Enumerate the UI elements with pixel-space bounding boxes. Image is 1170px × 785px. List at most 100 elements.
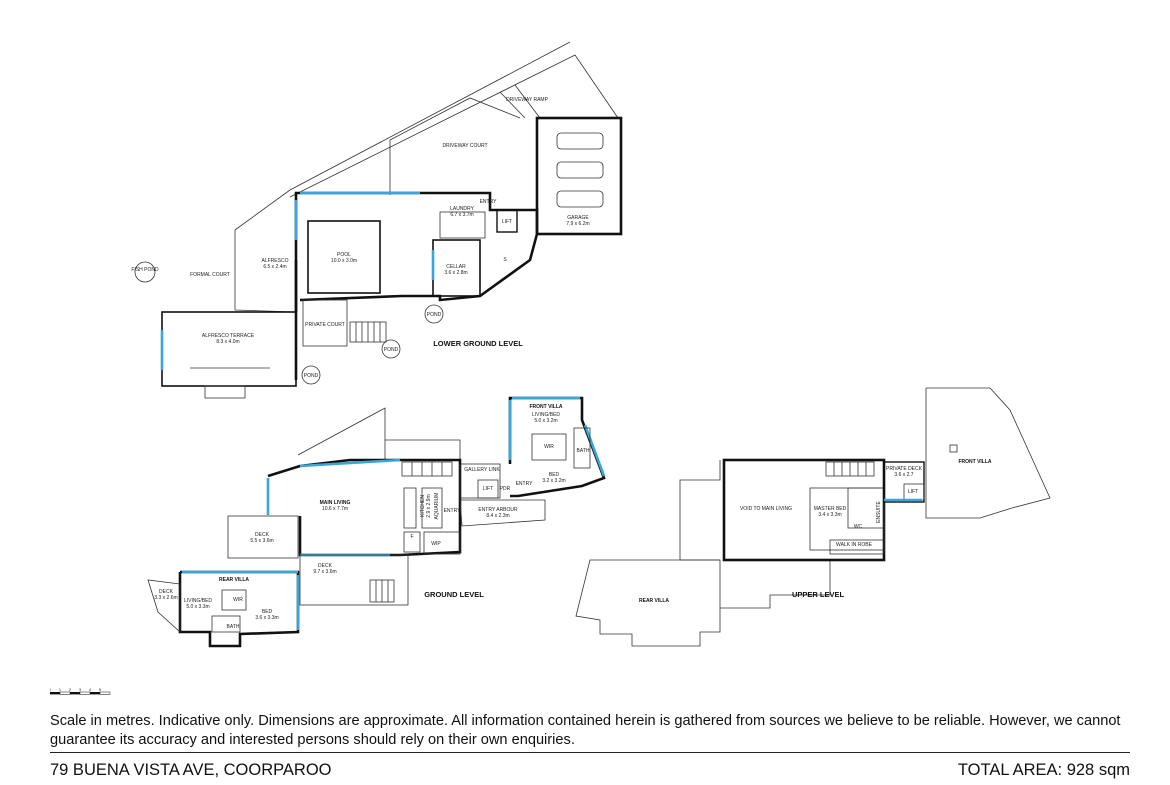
- lift-outline: [477, 479, 499, 499]
- label-garage: GARAGE: [567, 215, 589, 221]
- bath-outline: [211, 615, 241, 633]
- label-deck: DECK: [159, 589, 174, 595]
- laundry-walls: [439, 211, 486, 239]
- fridge-outline: [403, 531, 421, 553]
- stairs: [349, 321, 387, 343]
- label-ensuite: ENSUITE: [876, 501, 882, 523]
- label-void: VOID TO MAIN LIVING: [740, 506, 792, 512]
- label-pond: POND: [427, 312, 442, 318]
- label-f: F: [410, 534, 413, 540]
- label-bed: BED: [262, 609, 273, 615]
- label-lift: LIFT: [908, 489, 918, 495]
- stairs: [401, 461, 453, 477]
- level-title-ground: GROUND LEVEL: [424, 590, 484, 599]
- rear-villa-roof-outline: [575, 559, 721, 647]
- pond-icon: [424, 304, 444, 324]
- label-front-villa: FRONT VILLA: [529, 404, 562, 410]
- roof-outline: [297, 407, 386, 460]
- label-rear-deck-dim: 3.3 x 2.6m: [154, 595, 177, 601]
- label-bed: BED: [549, 472, 560, 478]
- pond-icon: [301, 365, 321, 385]
- bath-outline: [573, 427, 591, 469]
- scale-bar: 0 1 2 3 4 5: [50, 688, 111, 695]
- label-deck: DECK: [318, 563, 333, 569]
- deck-front-outline: [299, 554, 409, 606]
- label-entry-arbour-dim: 8.4 x 2.3m: [486, 513, 509, 519]
- label-private-court: PRIVATE COURT: [305, 322, 345, 328]
- ensuite-outline: [847, 487, 885, 529]
- bbq: [204, 385, 246, 399]
- label-wir: WIR: [233, 597, 243, 603]
- label-entry: ENTRY: [516, 481, 534, 487]
- label-rear-living-dim: 5.0 x 3.3m: [186, 604, 209, 610]
- label-pool-dim: 10.0 x 3.0m: [331, 258, 357, 264]
- aquarium-outline: [421, 487, 443, 529]
- label-pond: POND: [384, 347, 399, 353]
- label-alfresco: ALFRESCO: [262, 258, 289, 264]
- lower-ground-level: DRIVEWAY RAMP DRIVEWAY COURT GARAGE 7.9 …: [131, 41, 623, 399]
- scale-tick-label: 0: [50, 688, 51, 692]
- level-title-lower-ground: LOWER GROUND LEVEL: [433, 339, 523, 348]
- scale-bar-segment: [99, 691, 111, 695]
- scale-tick-label: 2: [69, 688, 71, 692]
- driveway-ramp-line: [499, 91, 526, 119]
- lift-walls: [496, 209, 518, 233]
- scale-tick-label: 1: [59, 688, 61, 692]
- label-laundry: LAUNDRY: [450, 206, 474, 212]
- driveway-court-outline: [389, 97, 521, 195]
- label-main-living: MAIN LIVING: [320, 500, 351, 506]
- label-master-bed-dim: 3.4 x 3.3m: [818, 512, 841, 518]
- roof-outline: [679, 460, 831, 609]
- scale-tick-label: 3: [79, 688, 81, 692]
- label-driveway-court: DRIVEWAY COURT: [442, 143, 487, 149]
- fish-pond-icon: [134, 261, 156, 283]
- car-icon: [556, 132, 604, 208]
- alfresco-terrace-walls: [161, 311, 297, 387]
- label-kitchen-dim: 2.9 x 2.9m: [426, 494, 432, 517]
- label-cellar-dim: 3.6 x 2.8m: [444, 270, 467, 276]
- label-pond: POND: [304, 373, 319, 379]
- label-fish-pond: FISH POND: [131, 267, 159, 273]
- stairs: [825, 461, 875, 477]
- label-living-bed: LIVING/BED: [532, 412, 560, 418]
- chimney: [949, 444, 958, 453]
- wip-outline: [423, 531, 461, 555]
- label-bath: BATH: [227, 624, 240, 630]
- footer-divider: [50, 752, 1130, 753]
- window: [299, 458, 401, 468]
- label-lift: LIFT: [483, 486, 493, 492]
- label-kitchen: KITCHEN: [420, 495, 426, 517]
- label-cellar: CELLAR: [446, 264, 466, 270]
- label-aquarium: AQUARIUM: [434, 493, 440, 520]
- scale-tick-label: 5: [99, 688, 101, 692]
- label-gallery-link: GALLERY LINK: [464, 467, 500, 473]
- pond-icon: [381, 339, 401, 359]
- ground-level: FRONT VILLA LIVING/BED 5.0 x 3.2m WIR BA…: [147, 396, 606, 648]
- label-entry: ENTRY: [480, 199, 498, 205]
- garage-walls: [535, 116, 623, 236]
- label-private-deck-dim: 3.6 x 2.7: [894, 472, 913, 478]
- label-entry: ENTRY: [444, 508, 462, 514]
- label-pdr: PDR: [500, 486, 511, 492]
- scale-tick-label: 4: [89, 688, 91, 692]
- label-front-villa: FRONT VILLA: [958, 459, 991, 465]
- alfresco-outline: [234, 230, 297, 313]
- walk-in-robe-outline: [829, 539, 885, 555]
- rear-deck-outline: [147, 579, 181, 633]
- total-area: TOTAL AREA: 928 sqm: [957, 761, 1130, 779]
- front-villa-roof-outline: [925, 387, 1051, 519]
- level-title-upper: UPPER LEVEL: [792, 590, 845, 599]
- boundary-line: [234, 41, 571, 231]
- label-master-bed: MASTER BED: [814, 506, 847, 512]
- label-wip: WIP: [431, 541, 441, 547]
- scale-bar-segment: [59, 691, 71, 695]
- label-pool: POOL: [337, 252, 351, 258]
- disclaimer: Scale in metres. Indicative only. Dimens…: [50, 713, 1121, 748]
- window: [583, 424, 606, 477]
- entry-arbour-outline: [459, 499, 546, 527]
- label-rear-bed-dim: 3.6 x 3.3m: [255, 615, 278, 621]
- label-front-bed-dim: 3.2 x 3.2m: [542, 478, 565, 484]
- label-rear-villa: REAR VILLA: [639, 598, 669, 604]
- label-alfresco-terrace-dim: 8.3 x 4.0m: [216, 339, 239, 345]
- label-deck-front-dim: 9.7 x 3.6m: [313, 569, 336, 575]
